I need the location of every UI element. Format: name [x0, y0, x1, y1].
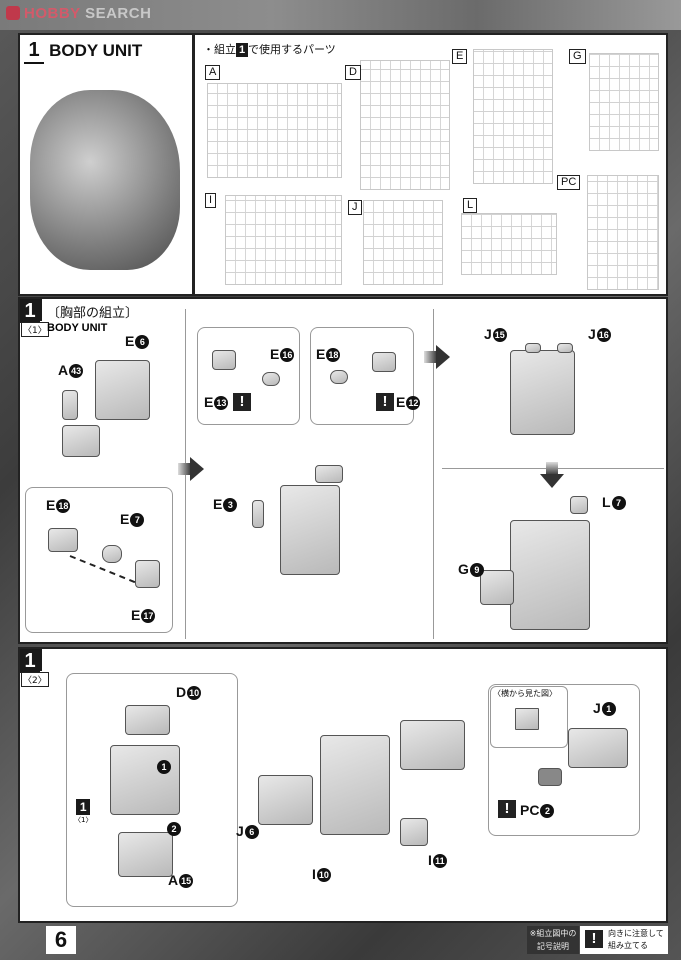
sprue-pc [587, 175, 659, 290]
sprue-label-j: J [348, 200, 362, 215]
part-e7 [102, 545, 122, 563]
sprue-label-d: D [345, 65, 361, 80]
part-j16 [557, 343, 573, 353]
part-e18 [48, 528, 78, 552]
step-number-box: 1 [20, 649, 42, 673]
side-view-part [515, 708, 539, 730]
divider [433, 309, 434, 639]
hobby-search-logo: HOBBY SEARCH [6, 5, 151, 22]
chest-frame-part [95, 360, 150, 420]
sprue-d [360, 60, 450, 190]
page-number: 6 [46, 926, 76, 954]
part-j1 [568, 728, 628, 768]
sprue-label-i: I [205, 193, 217, 208]
step-number: 1 [24, 38, 44, 64]
order-2: 2 [166, 820, 181, 836]
step-number-box: 1 [20, 299, 42, 323]
part-sub-block [62, 425, 100, 457]
sprue-label-g: G [569, 49, 586, 64]
chest-assembly-part [510, 520, 590, 630]
chest-assembly-part [510, 350, 575, 435]
body-unit-render [30, 90, 180, 270]
part-d10 [125, 705, 170, 735]
part-g9 [480, 570, 514, 605]
side-view-label: 〈横から見た図〉 [493, 689, 557, 698]
part-a15 [118, 832, 173, 877]
part-a43 [62, 390, 78, 420]
part-e13 [212, 350, 236, 370]
sprue-l [461, 213, 557, 275]
legend-title: ※組立図中の記号説明 [527, 926, 579, 954]
orientation-warning-icon: ! [233, 393, 251, 411]
next-step-arrow [424, 345, 450, 369]
sprue-i [225, 195, 342, 285]
backpack-part [400, 720, 465, 770]
part-l7 [570, 496, 588, 514]
sprue-j [363, 200, 443, 285]
part-e18 [330, 370, 348, 384]
reference-step-1-1: 1〈1〉 [74, 799, 93, 824]
sprue-label-e: E [452, 49, 468, 64]
section-title: 〔胸部の組立〕 [47, 306, 139, 321]
order-1: 1 [156, 758, 171, 774]
legend-entry: ! 向きに注意して組み立てる [580, 926, 668, 954]
part-i11 [400, 818, 428, 846]
orientation-warning-icon: ! [585, 930, 603, 948]
part-e3 [252, 500, 264, 528]
next-step-arrow [178, 457, 204, 481]
part-j15 [525, 343, 541, 353]
orientation-warning-icon: ! [376, 393, 394, 411]
substep-label: 〈1〉 [21, 322, 49, 337]
sprue-label-l: L [463, 198, 478, 213]
logo-icon [6, 6, 20, 20]
part-e17 [135, 560, 160, 588]
sprue-g [589, 53, 659, 151]
orientation-warning-icon: ! [498, 800, 516, 818]
chest-assembly-part [110, 745, 180, 815]
part-j6 [258, 775, 313, 825]
part-e16 [262, 372, 280, 386]
detail-box-e12 [310, 327, 414, 425]
chest-assembly-part [280, 485, 340, 575]
subtitle: BODY UNIT [47, 322, 108, 334]
part-pc2 [538, 768, 562, 786]
sprue-label-a: A [205, 65, 221, 80]
substep-label: 〈2〉 [21, 672, 49, 687]
section-title: BODY UNIT [49, 41, 143, 60]
chest-assembly-part [320, 735, 390, 835]
sprue-label-pc: PC [557, 175, 581, 190]
down-arrow [540, 462, 564, 488]
header-band [0, 0, 681, 30]
section1-title-panel: 1 BODY UNIT [18, 33, 194, 296]
part-e12 [372, 352, 396, 372]
sprue-a [207, 83, 342, 178]
sprue-e [473, 49, 553, 184]
part-e12-assembled [315, 465, 343, 483]
